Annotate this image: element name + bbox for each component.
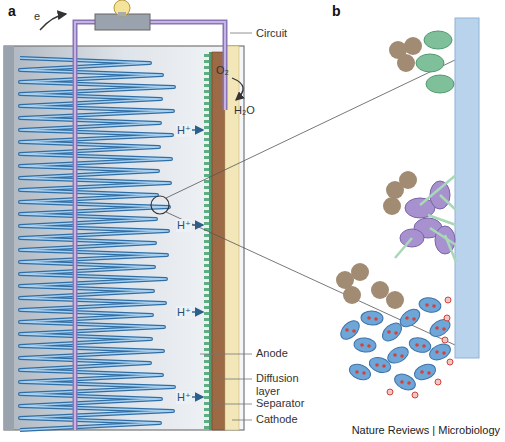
part-label: Cathode (256, 413, 298, 426)
proton-arrows (192, 130, 203, 397)
part-label: H⁺ (176, 219, 192, 232)
leader-line (209, 404, 252, 405)
part-label: H⁺ (176, 306, 192, 319)
part-label: e (34, 10, 40, 23)
zoom-circle (151, 196, 169, 214)
part-label: Circuit (256, 27, 287, 40)
credit-line: Nature Reviews | Microbiology (0, 424, 500, 437)
zoom-line (166, 60, 455, 198)
leader-line (232, 420, 252, 421)
separator (204, 52, 212, 430)
electron-arrow (40, 14, 66, 30)
panel-letter: b (332, 3, 341, 19)
leader-line (230, 33, 252, 34)
panel-letter: a (8, 3, 16, 19)
part-label: H⁺ (176, 124, 192, 137)
bulb-base (118, 12, 126, 16)
light-bulb (114, 0, 130, 16)
nanowire-cells (383, 171, 456, 262)
chamber-wall (4, 46, 14, 430)
part-label: H⁺ (176, 391, 192, 404)
electrode-surface (455, 18, 479, 358)
part-label: Anode (256, 347, 288, 360)
mediator-cells (336, 263, 453, 398)
zoom-line (166, 212, 455, 345)
green-cells (389, 31, 454, 93)
anode-coil (20, 58, 174, 430)
reduction-arrow (232, 78, 243, 100)
circuit-wire-highlight (75, 22, 225, 430)
leader-line (200, 354, 252, 355)
circuit-wire (75, 22, 225, 430)
part-label: Separator (256, 397, 304, 410)
part-label: H₂O (234, 104, 255, 117)
anode-chamber (4, 46, 244, 430)
part-label: Diffusion layer (256, 372, 316, 397)
part-label: O₂ (216, 64, 229, 77)
leader-line (219, 379, 252, 380)
